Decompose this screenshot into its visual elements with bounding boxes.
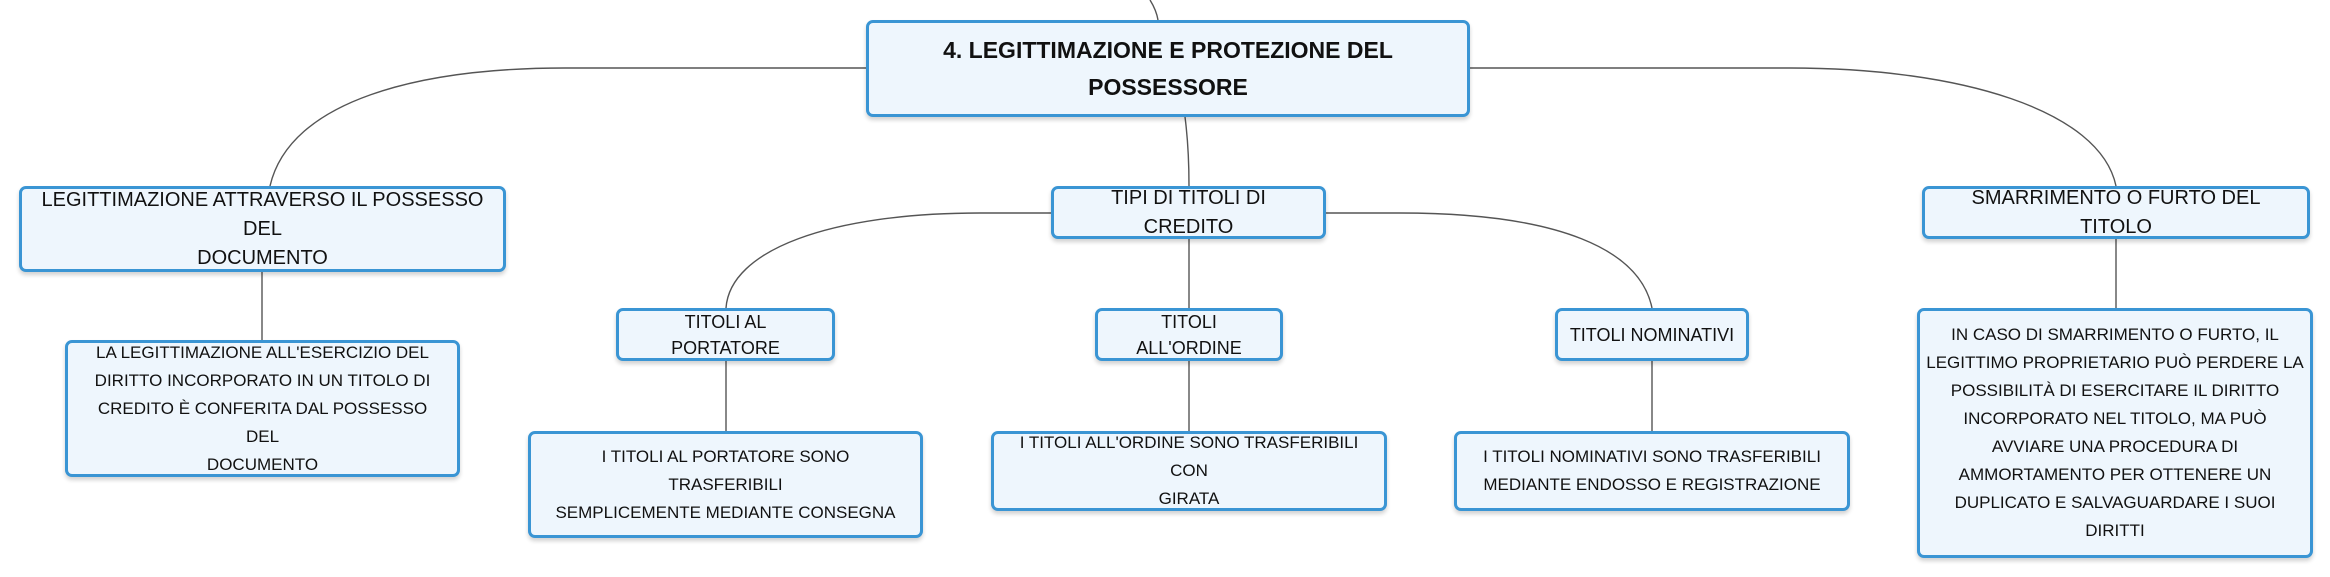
connector-tipi-portatore [725, 212, 1051, 309]
detail-line: CREDITO È CONFERITA DAL POSSESSO DEL [97, 398, 428, 446]
central-title-line: POSSESSORE [1088, 73, 1248, 100]
detail-line: I TITOLI ALL'ORDINE SONO TRASFERIBILI CO… [1019, 433, 1359, 480]
detail-line: INCORPORATO NEL TITOLO, MA PUÒ [1963, 409, 2267, 428]
detail-smarrimento-node[interactable]: IN CASO DI SMARRIMENTO O FURTO, IL LEGIT… [1917, 308, 2313, 558]
connector-central-tipi [1184, 116, 1190, 187]
detail-text: I TITOLI AL PORTATORE SONO TRASFERIBILI … [545, 443, 906, 527]
subtopic-label: TITOLI NOMINATIVI [1569, 324, 1735, 345]
detail-text: I TITOLI ALL'ORDINE SONO TRASFERIBILI CO… [1000, 429, 1378, 513]
central-topic-text: 4. LEGITTIMAZIONE E PROTEZIONE DEL POSSE… [943, 32, 1393, 106]
connector-tipi-nominativi [1326, 212, 1653, 309]
detail-line: DOCUMENTO [206, 454, 319, 474]
detail-text: LA LEGITTIMAZIONE ALL'ESERCIZIO DEL DIRI… [82, 339, 443, 479]
topic-smarrimento-node[interactable]: SMARRIMENTO O FURTO DEL TITOLO [1922, 186, 2310, 239]
detail-line: AVVIARE UNA PROCEDURA DI [1991, 437, 2239, 456]
connector-central-smarrimento [1470, 67, 2117, 187]
detail-line: LEGITTIMO PROPRIETARIO PUÒ PERDERE LA [1926, 353, 2304, 372]
detail-line: DUPLICATO E SALVAGUARDARE I SUOI DIRITTI [1954, 493, 2276, 540]
topic-legittimazione-text: LEGITTIMAZIONE ATTRAVERSO IL POSSESSO DE… [32, 186, 493, 273]
topic-label: SMARRIMENTO O FURTO DEL TITOLO [1971, 186, 2261, 238]
detail-line: SEMPLICEMENTE MEDIANTE CONSEGNA [555, 502, 896, 522]
detail-text: IN CASO DI SMARRIMENTO O FURTO, IL LEGIT… [1924, 321, 2306, 545]
subtopic-portatore-node[interactable]: TITOLI AL PORTATORE [616, 308, 835, 361]
detail-line: I TITOLI AL PORTATORE SONO TRASFERIBILI [601, 446, 850, 494]
subtopic-label: TITOLI AL PORTATORE [671, 311, 780, 358]
topic-line: LEGITTIMAZIONE ATTRAVERSO IL POSSESSO DE… [41, 188, 484, 240]
detail-line: GIRATA [1158, 489, 1220, 508]
subtopic-label: TITOLI ALL'ORDINE [1136, 311, 1242, 358]
detail-line: LA LEGITTIMAZIONE ALL'ESERCIZIO DEL [96, 342, 429, 362]
detail-line: POSSIBILITÀ DI ESERCITARE IL DIRITTO [1950, 381, 2280, 400]
detail-nominativi-node[interactable]: I TITOLI NOMINATIVI SONO TRASFERIBILI ME… [1454, 431, 1850, 511]
detail-line: I TITOLI NOMINATIVI SONO TRASFERIBILI [1483, 447, 1821, 466]
detail-line: AMMORTAMENTO PER OTTENERE UN [1958, 465, 2272, 484]
subtopic-ordine-node[interactable]: TITOLI ALL'ORDINE [1095, 308, 1283, 361]
detail-legittimazione-node[interactable]: LA LEGITTIMAZIONE ALL'ESERCIZIO DEL DIRI… [65, 340, 460, 477]
topic-legittimazione-node[interactable]: LEGITTIMAZIONE ATTRAVERSO IL POSSESSO DE… [19, 186, 506, 272]
connector-central-legittimazione [269, 67, 866, 187]
detail-ordine-node[interactable]: I TITOLI ALL'ORDINE SONO TRASFERIBILI CO… [991, 431, 1387, 511]
central-title-line: 4. LEGITTIMAZIONE E PROTEZIONE DEL [943, 36, 1393, 63]
detail-line: MEDIANTE ENDOSSO E REGISTRAZIONE [1483, 475, 1821, 494]
central-topic-node[interactable]: 4. LEGITTIMAZIONE E PROTEZIONE DEL POSSE… [866, 20, 1470, 117]
detail-line: DIRITTO INCORPORATO IN UN TITOLO DI [94, 370, 431, 390]
connector-parent-stub [1149, 0, 1159, 21]
detail-portatore-node[interactable]: I TITOLI AL PORTATORE SONO TRASFERIBILI … [528, 431, 923, 538]
detail-line: IN CASO DI SMARRIMENTO O FURTO, IL [1951, 325, 2279, 344]
detail-text: I TITOLI NOMINATIVI SONO TRASFERIBILI ME… [1483, 443, 1821, 499]
topic-label: TIPI DI TITOLI DI CREDITO [1111, 186, 1266, 238]
topic-tipi-node[interactable]: TIPI DI TITOLI DI CREDITO [1051, 186, 1326, 239]
subtopic-nominativi-node[interactable]: TITOLI NOMINATIVI [1555, 308, 1749, 361]
topic-line: DOCUMENTO [197, 246, 328, 269]
